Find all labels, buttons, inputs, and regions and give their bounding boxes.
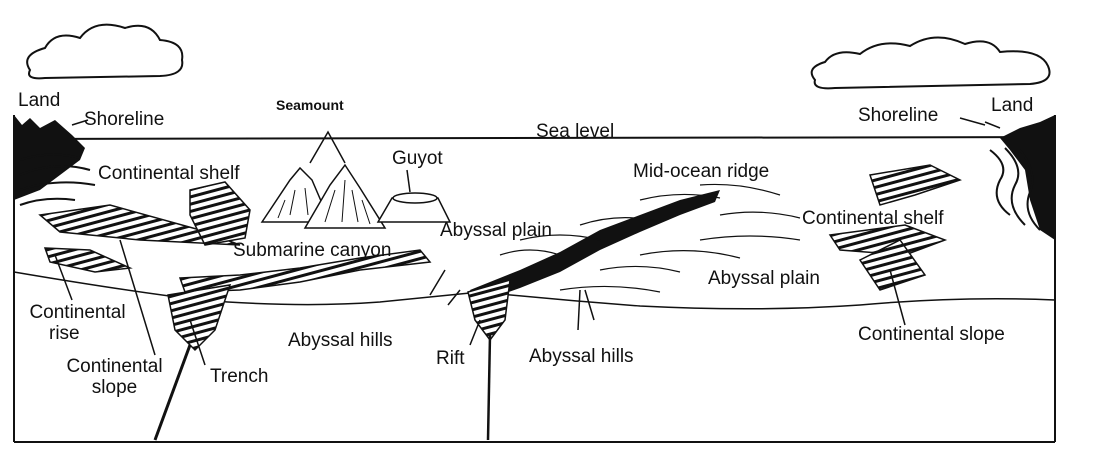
abyssal-plain-right-label: Abyssal plain xyxy=(708,268,820,289)
continental-rise-line-2: rise xyxy=(15,323,140,344)
sea-level-label: Sea level xyxy=(536,121,614,142)
abyssal-hills-left-label: Abyssal hills xyxy=(288,330,393,351)
cloud-left xyxy=(27,25,182,79)
seamount-pointer xyxy=(310,132,345,163)
continental-slope-left-label: Continental slope xyxy=(52,356,177,398)
trench-label: Trench xyxy=(210,366,268,387)
shelf-block-right xyxy=(870,165,960,205)
rift-label: Rift xyxy=(436,348,465,369)
continental-shelf-left-label: Continental shelf xyxy=(98,163,240,184)
continental-slope-left-line-2: slope xyxy=(52,377,177,398)
land-left-label: Land xyxy=(18,90,60,111)
guyot-pointer xyxy=(407,170,410,192)
sea-level-line xyxy=(14,137,1055,139)
continental-rise-label: Continental rise xyxy=(15,302,140,344)
continental-rise-left-shape xyxy=(45,248,130,272)
guyot-top xyxy=(393,193,437,203)
continental-slope-left-line-1: Continental xyxy=(52,356,177,377)
continental-slope-right-label: Continental slope xyxy=(858,324,1005,345)
rift-fault xyxy=(488,335,490,440)
cloud-right xyxy=(812,37,1050,88)
shoreline-left-label: Shoreline xyxy=(84,109,164,130)
mid-ocean-ridge-label: Mid-ocean ridge xyxy=(633,161,769,182)
continental-shelf-right-label: Continental shelf xyxy=(802,208,944,229)
land-right-label: Land xyxy=(991,95,1033,116)
shoreline-right-label: Shoreline xyxy=(858,105,938,126)
abyssal-hills-center-label: Abyssal hills xyxy=(529,346,634,367)
abyssal-plain-left-label: Abyssal plain xyxy=(440,220,552,241)
land-right xyxy=(1000,115,1055,240)
continental-rise-line-1: Continental xyxy=(15,302,140,323)
trench-shape xyxy=(168,285,230,350)
submarine-canyon-label: Submarine canyon xyxy=(233,240,391,261)
guyot-label: Guyot xyxy=(392,148,443,169)
seamount-label: Seamount xyxy=(276,95,344,116)
